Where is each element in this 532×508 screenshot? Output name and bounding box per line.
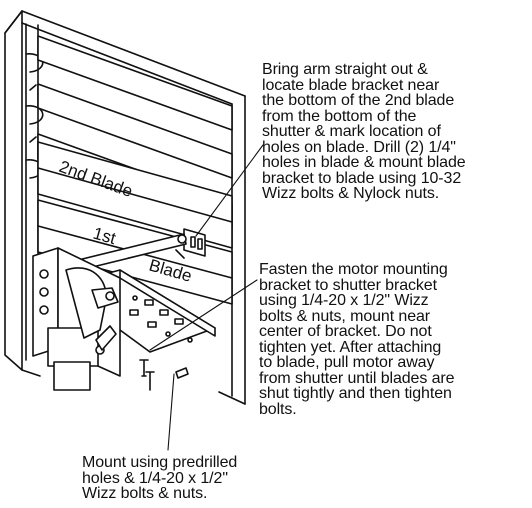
note-line: holes on blade. Drill (2) 1/4" <box>262 138 456 156</box>
note-line: Bring arm straight out & <box>262 61 428 78</box>
note-line: to blade, pull motor away <box>259 354 435 371</box>
note-line: center of bracket. Do not <box>259 323 432 340</box>
note-line: Fasten the motor mounting <box>259 261 448 278</box>
note-line: bracket to shutter bracket <box>259 276 437 294</box>
note-line: the bottom of the 2nd blade <box>262 92 455 109</box>
note-line: from shutter until blades are <box>259 369 455 387</box>
note-line: locate blade bracket near <box>262 76 440 94</box>
note-line: tighten yet. After attaching <box>259 338 442 356</box>
note-line: holes in blade & mount blade <box>262 154 466 171</box>
note-line: bolts & nuts, mount near <box>259 307 431 325</box>
note-line: Wizz bolts & Nylock nuts. <box>262 185 440 202</box>
note-line: Mount using predrilled <box>82 454 238 471</box>
mounting-bolts <box>139 359 189 391</box>
note-line: from the bottom of the <box>262 107 417 125</box>
note-line: shutter & mark location of <box>262 123 441 140</box>
note-line: shut tightly and then tighten <box>259 385 452 402</box>
note-motor-bracket-instructions: Fasten the motor mounting bracket to shu… <box>259 261 455 418</box>
note-line: Wizz bolts & nuts. <box>82 485 208 502</box>
note-line: bolts. <box>259 400 297 418</box>
note-line: using 1/4-20 x 1/2" Wizz <box>259 292 429 309</box>
motor <box>32 247 121 391</box>
note-arm-bracket-instructions: Bring arm straight out & locate blade br… <box>262 62 466 202</box>
leader-lines <box>149 144 264 451</box>
note-line: holes & 1/4-20 x 1/2" <box>82 469 228 487</box>
note-mount-instructions: Mount using predrilled holes & 1/4-20 x … <box>82 455 237 502</box>
note-line: bracket to blade using 10-32 <box>262 169 462 187</box>
